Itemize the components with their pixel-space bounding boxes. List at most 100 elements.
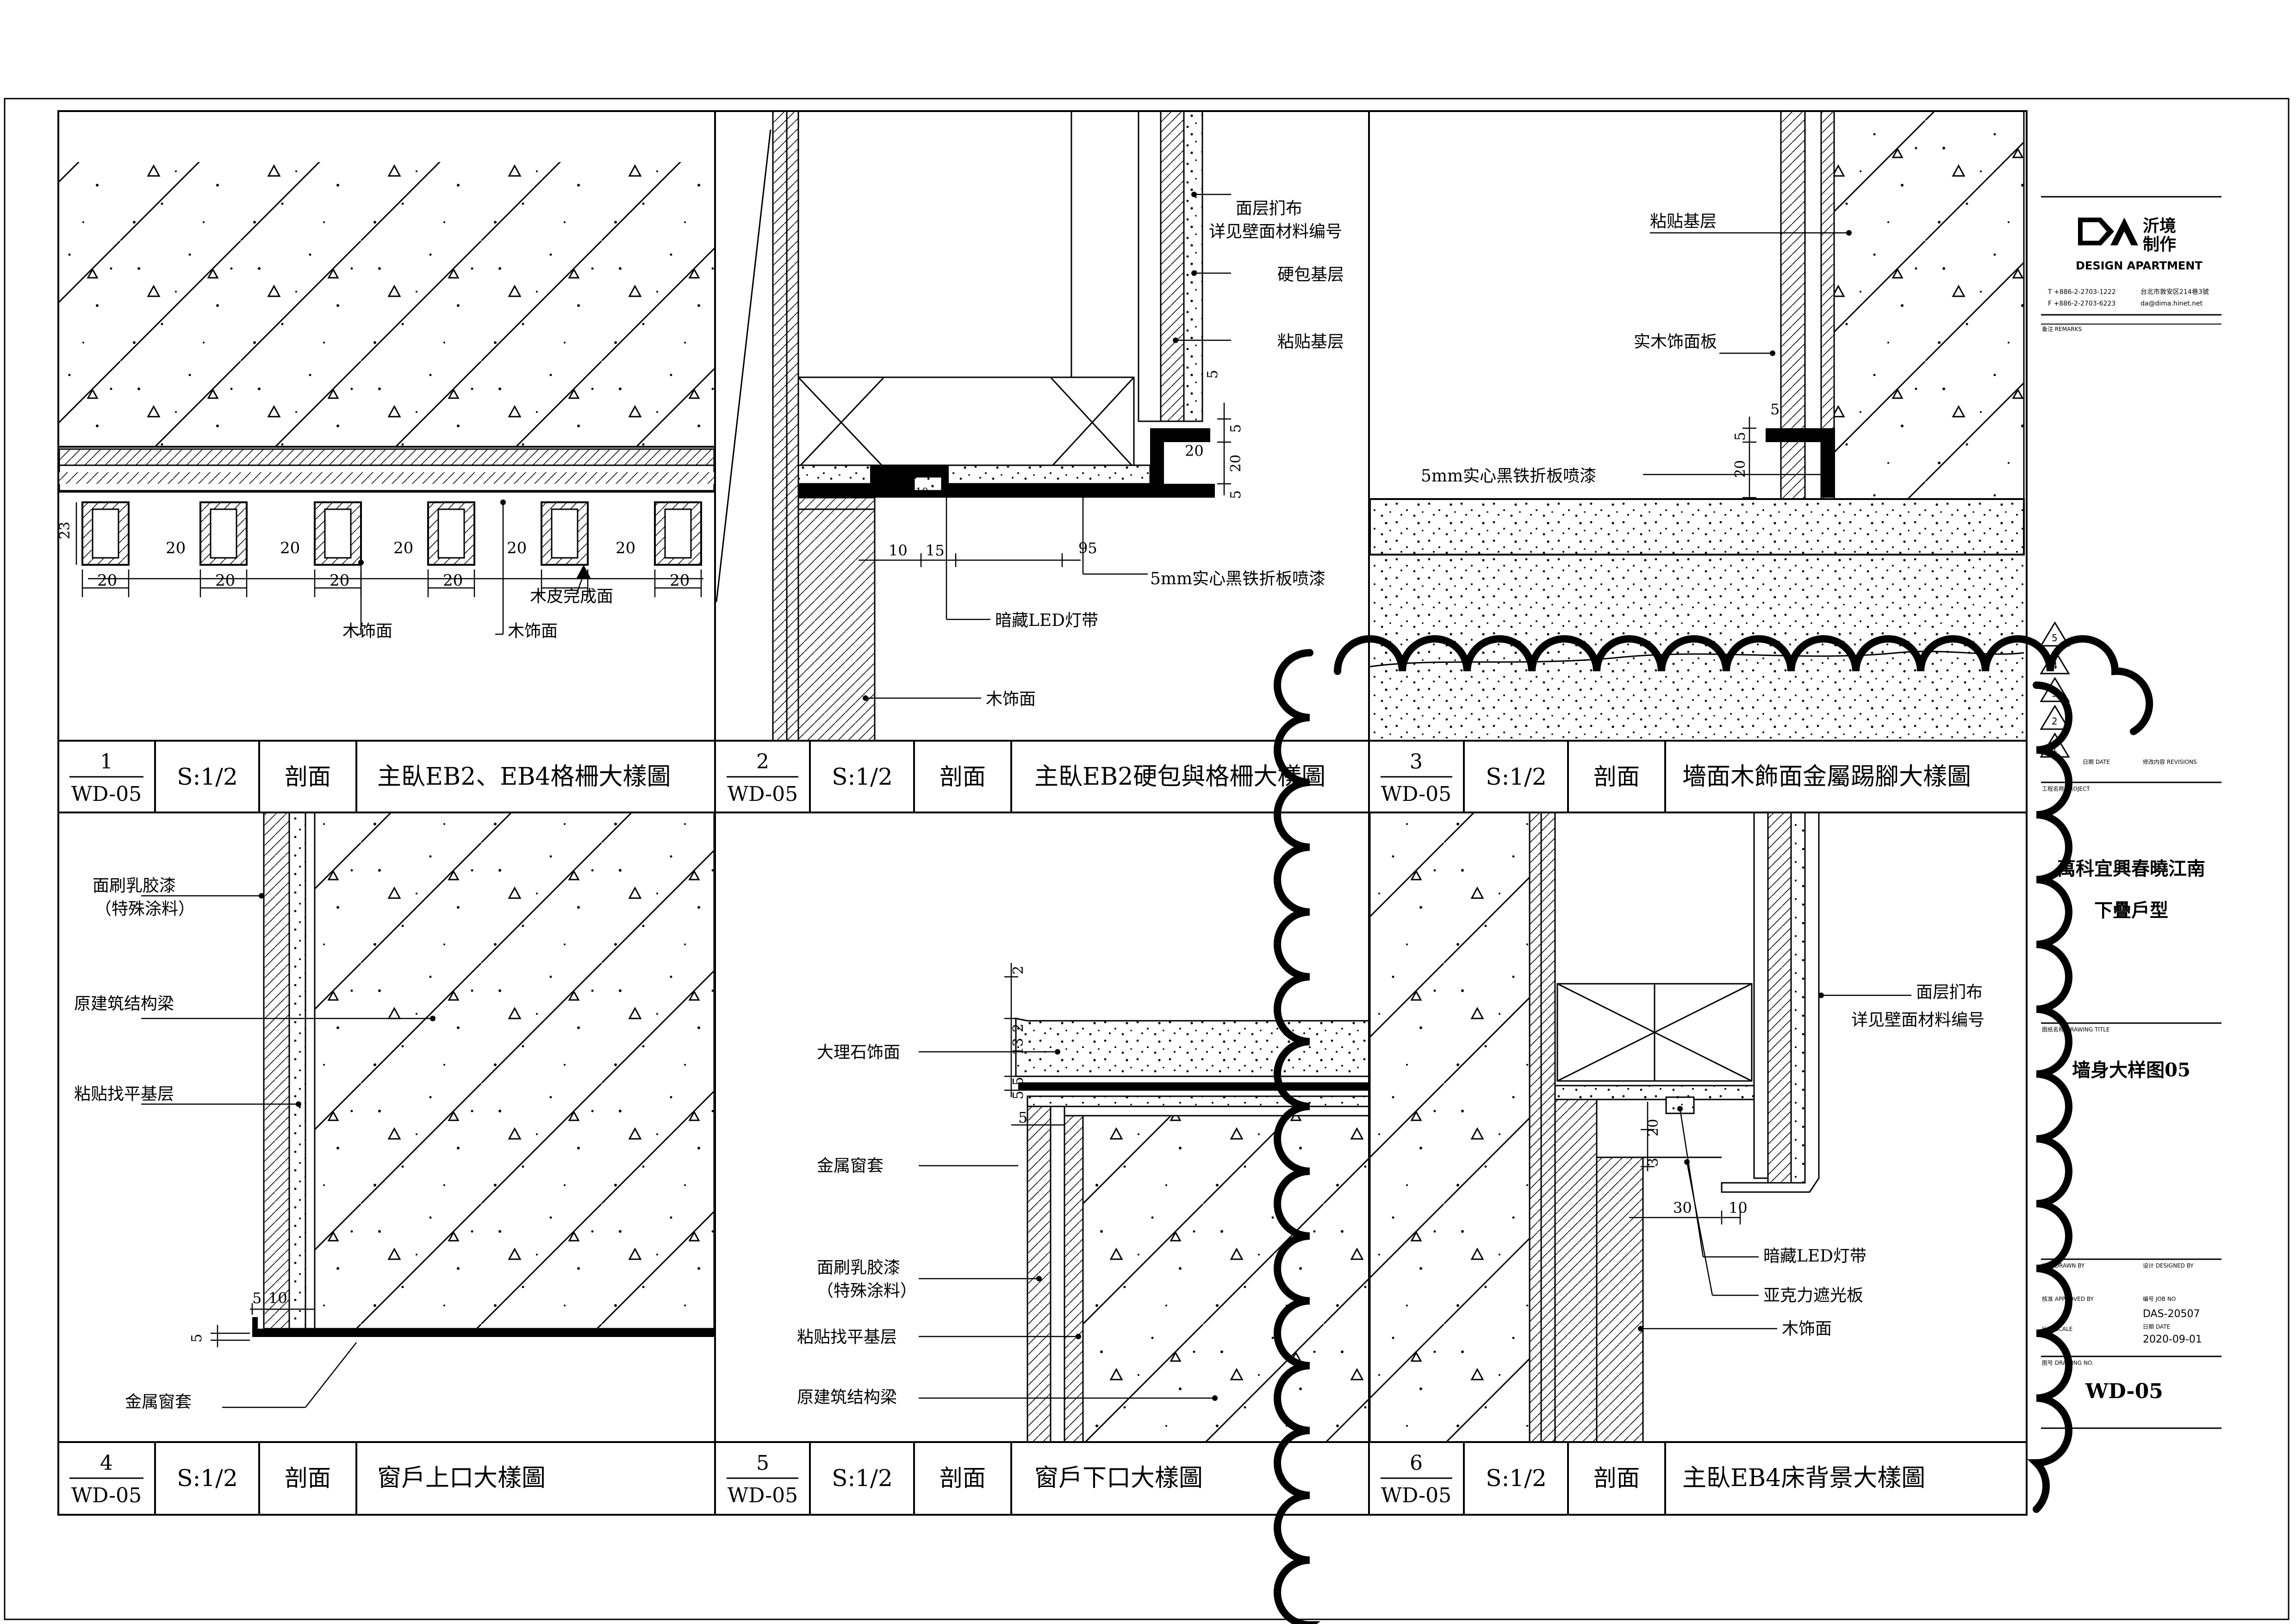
note-see-wall-material: 详见壁面材料编号 bbox=[1209, 222, 1342, 241]
detail-type: 剖面 bbox=[940, 763, 986, 790]
p4-dim-text: 10 bbox=[268, 1289, 287, 1307]
detail-title: 墻面木飾面金屬踢腳大樣圖 bbox=[1682, 763, 1971, 791]
title-bar-6: 6 WD-05 S:1/2 剖面 主臥EB4床背景大樣圖 bbox=[1381, 1451, 1925, 1507]
detail-title: 主臥EB2硬包與格柵大樣圖 bbox=[1034, 763, 1325, 791]
note-hidden-led: 暗藏LED灯带 bbox=[995, 611, 1098, 630]
p2-dim-text: 15 bbox=[926, 542, 945, 559]
detail-title: 主臥EB2、EB4格柵大樣圖 bbox=[377, 763, 671, 791]
drawing-title: 墙身大样图05 bbox=[2072, 1059, 2190, 1081]
p1-dim-text: 23 bbox=[57, 522, 73, 539]
detail-scale: S:1/2 bbox=[1486, 1465, 1547, 1492]
note-leveling-base: 粘贴找平基层 bbox=[74, 1085, 174, 1104]
p6-dim-text: 20 bbox=[1645, 1119, 1661, 1137]
p6-dim-text: 30 bbox=[1673, 1199, 1692, 1217]
note-wood-finish: 木饰面 bbox=[1782, 1319, 1832, 1338]
note-wood-finish: 木饰面 bbox=[986, 690, 1036, 709]
note-black-iron-plate: 5mm实心黑铁折板喷漆 bbox=[1421, 467, 1596, 486]
design-apartment-logo: 沂境 制作 DESIGN APARTMENT bbox=[2076, 216, 2203, 272]
panel-5-notes: 大理石饰面 金属窗套 面刷乳胶漆 （特殊涂料） 粘贴找平基层 原建筑结构梁 bbox=[797, 1043, 917, 1407]
title-bar-2: 2 WD-05 S:1/2 剖面 主臥EB2硬包與格柵大樣圖 bbox=[728, 750, 1325, 806]
title-bar-dividers bbox=[69, 741, 1666, 1515]
title-block: 沂境 制作 DESIGN APARTMENT T +886-2-2703-122… bbox=[2040, 196, 2221, 1429]
p5-dim-text: 5 bbox=[1010, 1077, 1027, 1086]
p2-dim-text: 5 bbox=[1228, 490, 1244, 499]
p1-dim-text: 20 bbox=[507, 539, 527, 557]
note-fabric-finish: 面层扪布 bbox=[1916, 983, 1983, 1002]
panel-1-drawing bbox=[58, 162, 715, 635]
detail-scale: S:1/2 bbox=[1486, 763, 1547, 790]
panel-2-drawing bbox=[716, 110, 1231, 742]
panel-3-notes: 粘贴基层 实木饰面板 5mm实心黑铁折板喷漆 bbox=[1421, 212, 1717, 486]
detail-type: 剖面 bbox=[940, 1465, 986, 1492]
note-metal-window-casing: 金属窗套 bbox=[817, 1156, 884, 1175]
drawing-number: WD-05 bbox=[2085, 1380, 2163, 1403]
p1-dim-text: 20 bbox=[670, 571, 690, 590]
p2-dim-text: 20 bbox=[1185, 442, 1204, 460]
revision-number: 5 bbox=[2052, 632, 2058, 643]
detail-type: 剖面 bbox=[285, 1465, 331, 1492]
detail-type: 剖面 bbox=[285, 763, 331, 790]
p3-dim-text: 5 bbox=[1732, 432, 1748, 441]
title-bar-4: 4 WD-05 S:1/2 剖面 窗戶上口大樣圖 bbox=[71, 1451, 546, 1507]
p1-dim-text: 20 bbox=[280, 539, 300, 557]
sheet-reference: WD-05 bbox=[728, 1484, 798, 1507]
company-fax: F +886-2-2703-6223 bbox=[2048, 300, 2116, 307]
p1-dim-text: 20 bbox=[393, 539, 413, 557]
panel-5-drawing bbox=[919, 963, 1385, 1443]
note-latex-paint: 面刷乳胶漆 bbox=[93, 876, 176, 895]
title-bar-1: 1 WD-05 S:1/2 剖面 主臥EB2、EB4格柵大樣圖 bbox=[71, 750, 671, 806]
p5-dim-text: 2 bbox=[1010, 1024, 1027, 1032]
detail-scale: S:1/2 bbox=[177, 1465, 238, 1492]
detail-number: 2 bbox=[756, 750, 769, 774]
sheet-reference: WD-05 bbox=[71, 1484, 142, 1507]
note-fabric-finish: 面层扪布 bbox=[1236, 199, 1302, 218]
title-bar-5: 5 WD-05 S:1/2 剖面 窗戶下口大樣圖 bbox=[728, 1451, 1203, 1507]
p5-dim-text: 13 bbox=[1010, 1038, 1027, 1056]
revision-number: 1 bbox=[2052, 743, 2058, 755]
note-black-iron-plate: 5mm实心黑铁折板喷漆 bbox=[1150, 569, 1325, 588]
note-adhesive-base: 粘贴基层 bbox=[1650, 212, 1717, 231]
detail-number: 6 bbox=[1410, 1451, 1423, 1475]
revision-number: 3 bbox=[2052, 688, 2058, 699]
p2-dim-text: 5 bbox=[1228, 424, 1244, 433]
p3-dim-text: 20 bbox=[1732, 460, 1748, 478]
detail-number: 4 bbox=[100, 1451, 113, 1475]
issue-date: 2020-09-01 bbox=[2143, 1334, 2202, 1345]
rev-desc-label: 修改内容 REVISIONS bbox=[2143, 758, 2197, 765]
logo-wordmark: DESIGN APARTMENT bbox=[2076, 259, 2203, 272]
detail-scale: S:1/2 bbox=[177, 763, 238, 790]
designed-by-label: 设计 DESIGNED BY bbox=[2143, 1262, 2194, 1269]
panel-2-notes: 面层扪布 详见壁面材料编号 硬包基层 粘贴基层 5mm实心黑铁折板喷漆 暗藏LE… bbox=[986, 199, 1344, 709]
project-label: 工程名称 PROJECT bbox=[2042, 785, 2090, 792]
p2-dim-text: 5 bbox=[1205, 370, 1221, 379]
p1-dim-text: 20 bbox=[97, 571, 117, 590]
panel-4-dims: 5 10 5 bbox=[189, 1289, 287, 1343]
revision-cloud bbox=[2027, 681, 2072, 1513]
job-no-label: 编号 JOB NO bbox=[2143, 1295, 2176, 1302]
panel-6-notes: 面层扪布 详见壁面材料编号 暗藏LED灯带 亚克力遮光板 木饰面 bbox=[1763, 983, 1985, 1338]
p5-dim-text: 5 bbox=[1010, 1091, 1027, 1099]
revision-number: 2 bbox=[2052, 716, 2058, 727]
detail-number: 5 bbox=[756, 1451, 769, 1475]
p1-dim-text: 20 bbox=[443, 571, 463, 590]
note-solid-wood-panel: 实木饰面板 bbox=[1634, 332, 1717, 351]
drawing-title-label: 图纸名称 DRAWING TITLE bbox=[2042, 1026, 2109, 1033]
note-hidden-led: 暗藏LED灯带 bbox=[1763, 1247, 1867, 1266]
p4-dim-text: 5 bbox=[189, 1334, 205, 1343]
detail-type: 剖面 bbox=[1593, 1465, 1640, 1492]
project-name: 萬科宜興春曉江南 bbox=[2057, 858, 2205, 880]
p2-dim-text: 20 bbox=[1228, 455, 1244, 472]
detail-number: 1 bbox=[100, 750, 113, 774]
note-upholstery-base: 硬包基层 bbox=[1277, 265, 1344, 284]
approved-by-label: 核准 APPROVED BY bbox=[2042, 1296, 2094, 1302]
logo-cn-1: 沂境 bbox=[2143, 216, 2176, 236]
note-special-coating: （特殊涂料） bbox=[817, 1281, 917, 1300]
sheet-reference: WD-05 bbox=[1381, 782, 1451, 806]
detail-number: 3 bbox=[1410, 750, 1423, 774]
company-email: da@dima.hinet.net bbox=[2140, 300, 2203, 307]
note-structural-beam: 原建筑结构梁 bbox=[797, 1388, 897, 1407]
note-adhesive-base: 粘贴基层 bbox=[1277, 332, 1344, 351]
job-no: DAS-20507 bbox=[2143, 1308, 2200, 1320]
p1-dim-text: 20 bbox=[215, 571, 235, 590]
